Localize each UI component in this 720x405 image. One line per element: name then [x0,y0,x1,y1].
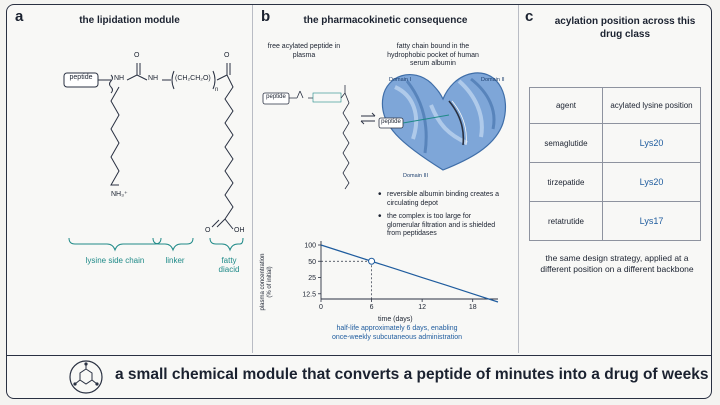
free-peptide-box [262,92,290,105]
chart-x-tick-label: 0 [319,304,323,311]
table-cell-position: Lys17 [602,201,701,241]
domain-1-label: Domain I [389,77,412,83]
oh-text: OH [234,227,245,234]
brace-label-linker: linker [165,256,185,265]
table-row: semaglutide Lys20 [529,123,701,163]
panel-a-title: the lipidation module [79,15,180,26]
panel-a: a the lipidation module [7,5,252,353]
half-life-caption: half-life approximately 6 days, enabling… [332,325,462,341]
chart-xlabel: time (days) [378,316,413,323]
bullet-2: the complex is too large for glomerular … [378,213,505,239]
linker-repeat-text: (CH₂CH₂O) [175,75,211,82]
acylation-table: agent acylated lysine position semagluti… [529,87,701,241]
panel-b-label: b [261,8,271,25]
panel-b-title: the pharmacokinetic consequence [303,15,468,26]
table-cell-agent: tirzepatide [529,162,603,202]
chart-y-tick-label: 12.5 [302,291,316,298]
peptide-text: peptide [69,74,93,81]
chart-x-tick-label: 6 [370,304,374,311]
o-text-3: O [205,227,211,234]
chart-x-tick-label: 12 [418,304,426,311]
linker-n-text: n [215,87,219,93]
table-header-row: agent acylated lysine position [529,87,701,124]
nh-text-2: NH [148,75,159,82]
nh-text-1: NH [114,75,125,82]
chart-ylabel: plasma concentration (% of initial) [260,253,273,311]
table-row: tirzepatide Lys20 [529,162,701,202]
free-peptide-text: peptide [266,94,286,100]
table-cell-agent: semaglutide [529,123,603,163]
o-text-2: O [224,52,230,59]
panel-b: b the pharmacokinetic consequence free a… [252,5,519,353]
table-cell-agent: retatrutide [529,201,603,241]
chart-y-tick-label: 100 [304,243,316,250]
albumin-illustration [262,72,507,190]
domain-2-label: Domain II [481,77,505,83]
bullet-1: reversible albumin binding creates a cir… [378,191,505,208]
table-header-agent: agent [529,87,603,124]
o-text-1: O [134,52,140,59]
panel-c-label: c [525,8,534,25]
brace-label-lysine: lysine side chain [85,256,145,265]
free-peptide-label: free acylated peptide in plasma [267,43,341,59]
chart-halflife-point [368,257,376,265]
figure-frame: a the lipidation module [6,4,712,399]
brace-label-fatty: fatty diacid [218,256,240,274]
panel-c: c acylation position across this drug cl… [517,5,711,353]
panel-c-note: the same design strategy, applied at a d… [540,253,694,274]
bound-peptide-text: peptide [381,119,401,125]
table-row: retatrutide Lys17 [529,201,701,241]
panel-c-title: acylation position across this drug clas… [554,16,696,40]
chart-ylabel-wrap: plasma concentration (% of initial) [257,251,277,311]
molecule-icon [69,360,103,394]
bound-label: fatty chain bound in the hydrophobic poc… [387,43,479,67]
chart-decay-line [320,244,499,303]
panel-a-label: a [15,8,24,25]
footer-banner: a small chemical module that converts a … [7,355,711,398]
table-header-position: acylated lysine position [602,87,701,124]
table-cell-position: Lys20 [602,123,701,163]
chart-x-tick-label: 18 [469,304,477,311]
lipidation-structure [63,63,244,252]
chart-y-tick-label: 25 [308,275,316,282]
footer-text: a small chemical module that converts a … [115,366,709,383]
domain-3-label: Domain III [403,173,429,179]
table-cell-position: Lys20 [602,162,701,202]
nh3-text: NH₃⁺ [111,191,128,198]
chart-y-tick-label: 50 [308,259,316,266]
decay-chart: 100 50 25 12.50 6 12 18 [302,241,499,311]
